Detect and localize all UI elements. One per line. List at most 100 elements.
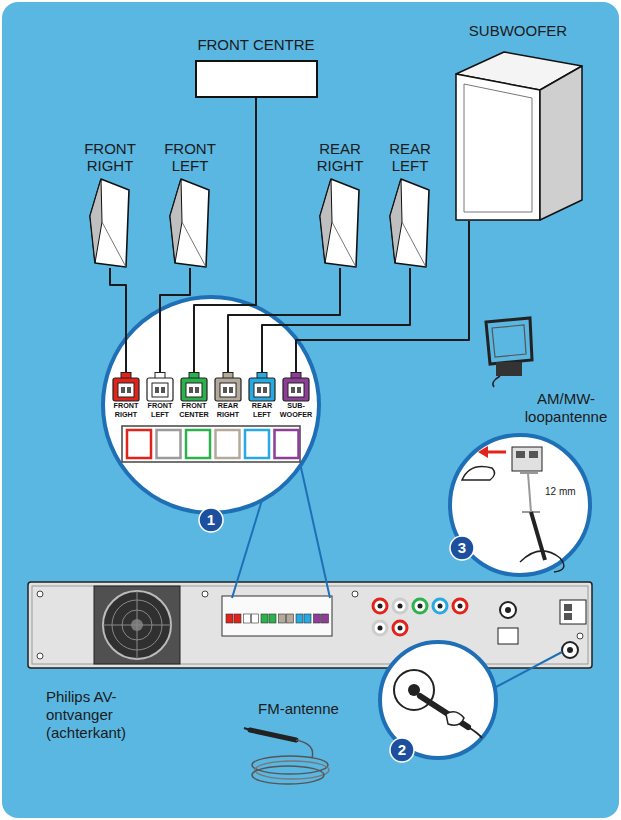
loop-antenna [486,318,532,387]
speaker-wire [296,221,469,372]
rca-sockets [498,628,518,644]
rca-sockets [398,626,403,631]
speaker-terminals [269,614,276,623]
speaker-wire [110,268,126,372]
speaker-wire [262,268,410,372]
speaker-label: FRONT RIGHT [77,140,143,174]
speaker-figure [182,222,206,267]
plug-figure [118,383,134,397]
rca-sockets [373,599,387,613]
magnifier-circle [157,430,181,458]
speaker-figure [385,178,435,268]
magnifier-circle [446,712,464,725]
antenna-terminals [564,604,572,611]
rca-sockets [500,602,516,618]
rca-sockets [418,604,423,609]
rca-sockets [373,599,518,644]
speaker-label: FRONT CENTRE [186,36,326,54]
magnifier-circle [478,446,488,458]
magnifier-circle [486,451,506,454]
speaker-terminals [304,614,311,623]
speaker-figure [165,178,215,268]
receiver-housing [32,586,588,664]
magnifier-leader [300,463,330,598]
speaker-terminals [261,614,268,623]
speaker-figure [320,179,359,267]
antenna-terminals [564,613,572,620]
speaker: FRONT RIGHT [77,140,143,268]
speaker-label: FRONT LEFT [157,140,223,174]
speaker-terminals [226,614,233,623]
plug-figure [297,387,301,393]
speaker-figure [332,222,356,267]
plug-figure [186,383,202,397]
plug-figure [245,372,279,402]
subwoofer-figure [540,66,582,220]
speaker-figure [402,222,426,267]
magnifier-circle [245,430,269,458]
fm-antenna-cable [244,728,329,784]
speaker: REAR LEFT [377,140,443,268]
plug-figure [220,383,236,397]
magnifier-circle [516,451,525,458]
speaker-box [195,60,318,98]
speaker-plug: REAR LEFT [245,372,279,419]
centre-speaker: FRONT CENTRE [186,36,326,98]
magnifier-circle [103,297,319,513]
speaker-terminals [222,596,332,636]
plug-figure [283,378,309,401]
plug-figure [113,378,139,401]
magnifier-circle [216,430,240,458]
plug-label: FRONT RIGHT [109,402,143,419]
rca-sockets [373,621,387,635]
cooling-fan [94,586,180,664]
plug-figure [257,387,261,393]
rca-sockets [378,604,383,609]
magnifier-circle [529,451,538,458]
rca-sockets [398,604,403,609]
magnifier-circle [186,430,210,458]
loop-antenna [486,318,532,364]
plug-figure [215,378,241,401]
antenna-terminals [560,600,586,624]
callout-number: 2 [390,740,414,760]
speaker-figure [85,178,135,268]
part-label: AM/MW- loopantenne [519,390,613,426]
plug-label: FRONT LEFT [143,402,177,419]
receiver-housing [28,582,592,668]
receiver-housing [37,653,43,659]
speaker-figure [315,178,365,268]
magnifier-circle [450,435,590,575]
receiver-housing [37,591,43,597]
speaker: REAR RIGHT [307,140,373,268]
plug-figure [161,387,165,393]
speaker-terminals [296,614,303,623]
rca-sockets [378,626,383,631]
receiver-housing [202,591,208,597]
plug-figure [249,378,275,401]
antenna-terminals [562,642,578,658]
loop-antenna [493,376,500,387]
magnifier-circle [127,430,151,458]
antenna-terminals [560,600,586,658]
plug-figure [121,387,125,393]
rca-sockets [393,621,407,635]
plug-figure [189,387,193,393]
plug-figure [109,372,143,402]
cooling-fan [103,591,171,659]
magnifier-leader [494,652,562,688]
loop-antenna [496,362,522,376]
speaker-figure [90,179,129,267]
speaker-terminals [234,614,241,623]
plug-figure [127,387,131,393]
plug-figure [195,387,199,393]
rca-sockets [393,599,407,613]
plug-figure [279,372,313,402]
subwoofer: SUBWOOFER [448,22,588,221]
callout-disc [390,738,414,762]
magnifier-circle [528,473,531,512]
fm-antenna-cable [296,740,313,758]
speaker-label: REAR LEFT [377,140,443,174]
speaker-terminals [244,614,251,623]
